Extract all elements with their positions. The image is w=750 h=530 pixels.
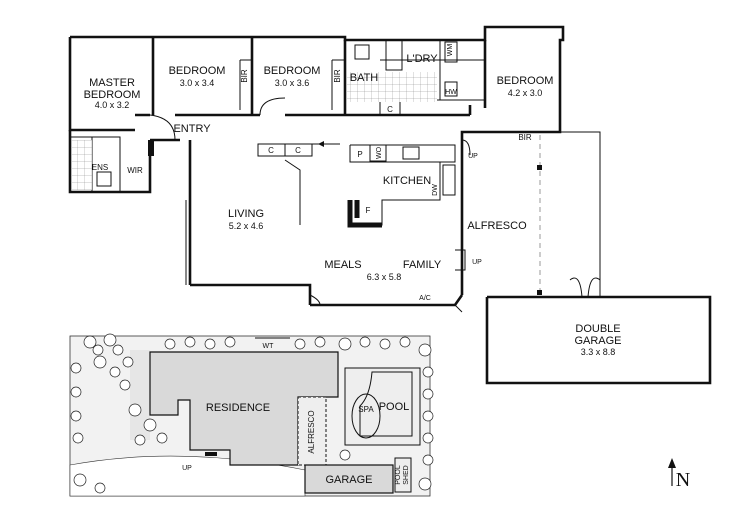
dw-label: DW [432, 184, 439, 196]
site-up-label: UP [182, 465, 192, 472]
cupboard-label-bath: C [387, 105, 393, 114]
wir-label: WIR [127, 166, 143, 175]
family-label: FAMILY [403, 259, 442, 271]
north-label: N [676, 469, 690, 491]
ens-label: ENS [92, 163, 108, 172]
site-garage-label: GARAGE [325, 474, 372, 486]
entry-label: ENTRY [173, 123, 211, 135]
bir-label-3: BIR [518, 133, 532, 142]
north-compass: N [668, 458, 690, 491]
master-bedroom-label-2: BEDROOM [84, 89, 141, 101]
wt-label: WT [263, 343, 275, 350]
kitchen-label: KITCHEN [383, 175, 431, 187]
master-bedroom-size: 4.0 x 3.2 [95, 100, 130, 110]
cupboard-label-1: C [268, 146, 274, 155]
bedroom-4-label: BEDROOM [497, 75, 554, 87]
bedroom-2-size: 3.0 x 3.4 [180, 78, 215, 88]
bedroom-4-size: 4.2 x 3.0 [508, 88, 543, 98]
garage-label-2: GARAGE [574, 335, 621, 347]
living-size: 5.2 x 4.6 [229, 221, 264, 231]
wm-label: WM [447, 44, 454, 57]
residence-label: RESIDENCE [206, 402, 270, 414]
bedroom-2-label: BEDROOM [169, 65, 226, 77]
ac-label: A/C [419, 295, 431, 302]
site-trees [70, 333, 434, 494]
site-plan: RESIDENCE ALFRESCO SPA POOL GARAGE POOL … [69, 333, 434, 497]
bath-label: BATH [350, 72, 379, 84]
spa-label: SPA [358, 405, 374, 414]
garage-label-1: DOUBLE [575, 323, 620, 335]
wo-label: WO [376, 146, 383, 159]
house-walls [68, 25, 712, 385]
up-label-2: UP [472, 259, 482, 266]
hw-label: HW [445, 89, 457, 96]
floor-plan-labels: MASTER BEDROOM 4.0 x 3.2 BEDROOM 3.0 x 3… [84, 44, 622, 357]
up-label-1: UP [468, 153, 478, 160]
living-label: LIVING [228, 208, 264, 220]
bedroom-3-size: 3.0 x 3.6 [275, 78, 310, 88]
bir-label-1: BIR [240, 69, 249, 83]
fireplace-label: F [366, 206, 371, 215]
pool-label: POOL [379, 401, 410, 413]
pool-shed-label-1: POOL [395, 465, 402, 485]
alfresco-label: ALFRESCO [467, 220, 527, 232]
pantry-label: P [357, 150, 362, 159]
cupboard-label-2: C [295, 146, 301, 155]
meals-family-size: 6.3 x 5.8 [367, 272, 402, 282]
meals-label: MEALS [324, 259, 361, 271]
bir-label-2: BIR [333, 69, 342, 83]
bedroom-3-label: BEDROOM [264, 65, 321, 77]
laundry-label: L'DRY [406, 53, 438, 65]
site-alfresco-label: ALFRESCO [307, 410, 316, 453]
pool-shed-label-2: SHED [403, 465, 410, 484]
master-bedroom-label: MASTER [89, 77, 135, 89]
garage-size: 3.3 x 8.8 [581, 347, 616, 357]
